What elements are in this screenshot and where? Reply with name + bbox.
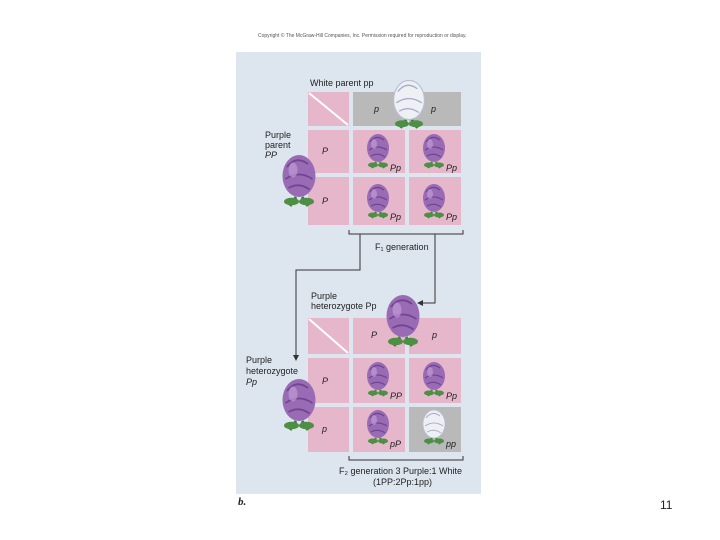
column-allele: p: [431, 104, 437, 114]
corner-diagonal: [308, 92, 349, 126]
row-allele: P: [322, 146, 329, 156]
purple-parent-flower: [281, 153, 317, 208]
f1-generation-label: F₁ generation: [375, 242, 429, 252]
left-parent-label-line3: Pp: [246, 377, 258, 387]
column-allele: p: [374, 104, 380, 114]
page-number: 11: [660, 498, 673, 512]
offspring-genotype: Pp: [446, 163, 458, 173]
offspring-genotype: Pp: [446, 212, 458, 222]
figure-letter: b.: [238, 496, 247, 508]
header-cell: [308, 177, 349, 225]
white-parent-flower: [392, 79, 426, 130]
copyright-notice: Copyright © The McGraw-Hill Companies, I…: [258, 33, 467, 39]
left-parent-label-line2: heterozygote: [246, 366, 299, 376]
row-allele: P: [322, 196, 329, 206]
corner-diagonal: [308, 318, 349, 354]
offspring-flower: [422, 133, 446, 169]
offspring-flower: [422, 361, 446, 397]
column-allele: p: [432, 330, 438, 340]
row-allele: P: [322, 376, 329, 386]
header-cell: [308, 407, 349, 452]
offspring-flower: [366, 361, 390, 397]
offspring-genotype: Pp: [446, 391, 458, 401]
heterozygote-left-flower: [281, 377, 317, 432]
offspring-genotype: PP: [390, 391, 403, 401]
f2-bracket: [348, 456, 464, 461]
f1-bracket: [348, 230, 464, 235]
offspring-flower: [366, 183, 390, 219]
purple-parent-label-line2: parent: [265, 140, 291, 150]
purple-parent-label-line3: PP: [265, 150, 278, 160]
offspring-genotype: pP: [390, 439, 402, 449]
header-cell: [308, 130, 349, 173]
offspring-flower: [366, 133, 390, 169]
offspring-genotype: Pp: [390, 163, 402, 173]
purple-parent-label-line1: Purple: [265, 130, 292, 140]
top-parent-label-line1: Purple: [311, 291, 338, 301]
arrow-to-top-parent: [417, 234, 436, 306]
f2-generation-label-line2: (1PP:2Pp:1pp): [373, 477, 433, 487]
offspring-flower: [422, 183, 446, 219]
offspring-genotype: pp: [446, 439, 457, 449]
top-parent-label-line2: heterozygote Pp: [311, 301, 377, 311]
arrow-to-left-parent: [293, 234, 361, 361]
white-parent-label: White parent pp: [310, 78, 374, 88]
column-allele: P: [371, 330, 378, 340]
left-parent-label-line1: Purple: [246, 355, 273, 365]
f2-generation-label-line1: F₂ generation 3 Purple:1 White: [339, 466, 463, 476]
offspring-flower-white: [422, 409, 446, 445]
heterozygote-top-flower: [385, 293, 421, 348]
offspring-flower: [366, 409, 390, 445]
row-allele: p: [322, 424, 328, 434]
offspring-genotype: Pp: [390, 212, 402, 222]
